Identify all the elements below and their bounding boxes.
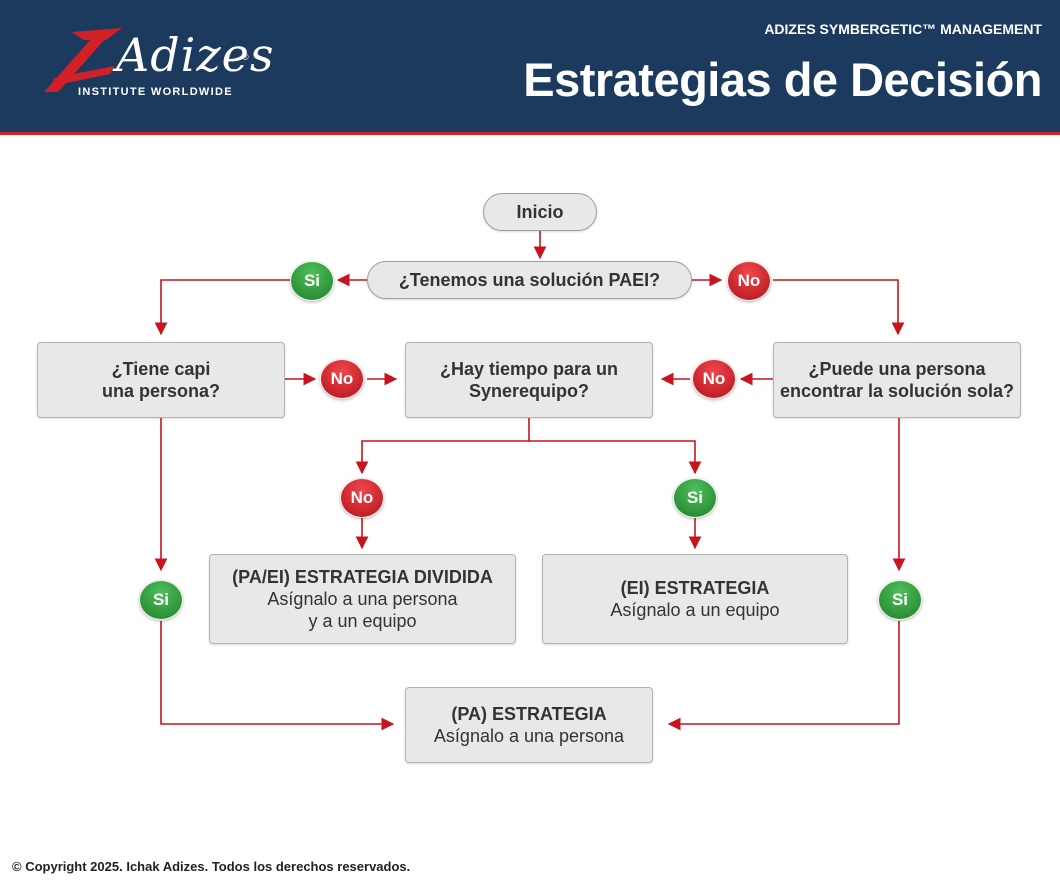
logo-registered-mark: ® (242, 52, 249, 62)
question-alone: ¿Puede una persona encontrar la solución… (773, 342, 1021, 418)
question-time: ¿Hay tiempo para un Synerequipo? (405, 342, 653, 418)
yes-badge-paei: Si (290, 261, 334, 301)
start-label: Inicio (516, 201, 564, 222)
start-node: Inicio (483, 193, 597, 231)
outcome-pa-ei-title: (PA/EI) ESTRATEGIA DIVIDIDA (232, 567, 493, 587)
adizes-logo: Adizes ® INSTITUTE WORLDWIDE (44, 26, 273, 106)
outcome-pa-title: (PA) ESTRATEGIA (451, 704, 607, 724)
connector-yes-to-pa-right (667, 621, 900, 731)
page-title: Estrategias de Decisión (523, 53, 1042, 106)
outcome-pa-ei-line-1: Asígnalo a una persona (267, 589, 458, 609)
header-kicker: ADIZES SYMBERGETIC™ MANAGEMENT (764, 21, 1042, 37)
question-paei-label: ¿Tenemos una solución PAEI? (398, 269, 661, 290)
logo-swoosh-icon (44, 28, 122, 92)
header-banner: Adizes ® INSTITUTE WORLDWIDE ADIZES SYMB… (0, 0, 1060, 132)
logo-tagline: INSTITUTE WORLDWIDE (78, 86, 233, 98)
outcome-ei-line-1: Asígnalo a un equipo (610, 600, 780, 620)
yes-badge-alone: Si (878, 580, 922, 620)
connector-yes-to-capi (154, 279, 290, 336)
question-time-line-2: Synerequipo? (468, 381, 589, 401)
outcome-pa-strategy: (PA) ESTRATEGIA Asígnalo a una persona (405, 687, 653, 763)
logo-wordmark: Adizes (116, 28, 275, 82)
connector-time-split-right (529, 440, 702, 475)
connector-time-split (355, 418, 530, 475)
question-capi-line-2: una persona? (101, 381, 221, 401)
question-time-line-1: ¿Hay tiempo para un (439, 359, 619, 379)
no-badge-paei: No (727, 261, 771, 301)
question-alone-line-2: encontrar la solución sola? (779, 381, 1015, 401)
question-paei: ¿Tenemos una solución PAEI? (367, 261, 692, 299)
yes-badge-capi: Si (139, 580, 183, 620)
copyright-notice: © Copyright 2025. Ichak Adizes. Todos lo… (12, 859, 411, 874)
question-capi: ¿Tiene capi una persona? (37, 342, 285, 418)
yes-badge-time: Si (673, 478, 717, 518)
no-badge-time: No (340, 478, 384, 518)
outcome-ei-strategy: (EI) ESTRATEGIA Asígnalo a un equipo (542, 554, 848, 644)
question-alone-line-1: ¿Puede una persona (808, 359, 986, 379)
no-badge-alone: No (692, 359, 736, 399)
no-badge-capi: No (320, 359, 364, 399)
outcome-pa-ei-line-2: y a un equipo (308, 611, 417, 631)
outcome-ei-title: (EI) ESTRATEGIA (620, 578, 770, 598)
outcome-pa-line-1: Asígnalo a una persona (433, 726, 625, 746)
connector-yes-to-pa (160, 621, 395, 731)
question-capi-line-1: ¿Tiene capi (111, 359, 211, 379)
outcome-pa-ei-strategy: (PA/EI) ESTRATEGIA DIVIDIDA Asígnalo a u… (209, 554, 516, 644)
connector-no-to-alone (773, 279, 905, 336)
header-divider (0, 132, 1060, 135)
